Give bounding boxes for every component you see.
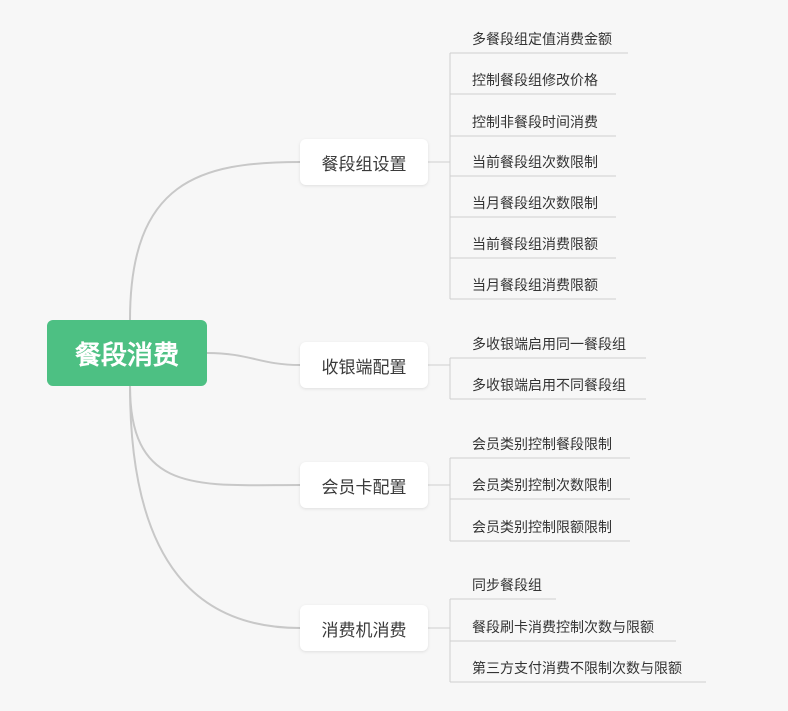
branch-node-pos-machine-consumption[interactable]: 消费机消费 (300, 605, 428, 651)
leaf-node[interactable]: 会员类别控制限额限制 (472, 520, 612, 536)
leaf-node[interactable]: 控制非餐段时间消费 (472, 115, 598, 131)
leaf-node[interactable]: 会员类别控制餐段限制 (472, 437, 612, 453)
leaf-node[interactable]: 当月餐段组消费限额 (472, 278, 598, 294)
branch-label: 消费机消费 (321, 620, 407, 641)
leaf-node[interactable]: 多餐段组定值消费金额 (472, 32, 612, 48)
leaf-node[interactable]: 当前餐段组消费限额 (472, 237, 598, 253)
leaf-node[interactable]: 同步餐段组 (472, 578, 542, 594)
leaf-node[interactable]: 当月餐段组次数限制 (472, 196, 598, 212)
leaf-connectors (428, 52, 706, 683)
branch-label: 收银端配置 (321, 357, 407, 378)
leaf-node[interactable]: 多收银端启用同一餐段组 (472, 337, 626, 353)
branch-node-member-card-config[interactable]: 会员卡配置 (300, 462, 428, 508)
branch-connector (129, 385, 301, 487)
root-node[interactable]: 餐段消费 (47, 320, 207, 386)
branch-node-meal-group-settings[interactable]: 餐段组设置 (300, 139, 428, 185)
leaf-node[interactable]: 会员类别控制次数限制 (472, 478, 612, 494)
root-connectors (129, 161, 301, 629)
branch-label: 会员卡配置 (321, 477, 407, 498)
leaf-node[interactable]: 餐段刷卡消费控制次数与限额 (472, 620, 654, 636)
root-label: 餐段消费 (74, 340, 179, 371)
branch-label: 餐段组设置 (321, 154, 407, 175)
branch-node-cashier-config[interactable]: 收银端配置 (300, 342, 428, 388)
branch-connector (129, 161, 301, 321)
leaf-node[interactable]: 当前餐段组次数限制 (472, 155, 598, 171)
branch-connector (129, 385, 301, 629)
leaf-node[interactable]: 多收银端启用不同餐段组 (472, 378, 626, 394)
leaf-node[interactable]: 控制餐段组修改价格 (472, 73, 598, 89)
leaf-node[interactable]: 第三方支付消费不限制次数与限额 (472, 661, 682, 677)
branch-connector (206, 352, 301, 366)
